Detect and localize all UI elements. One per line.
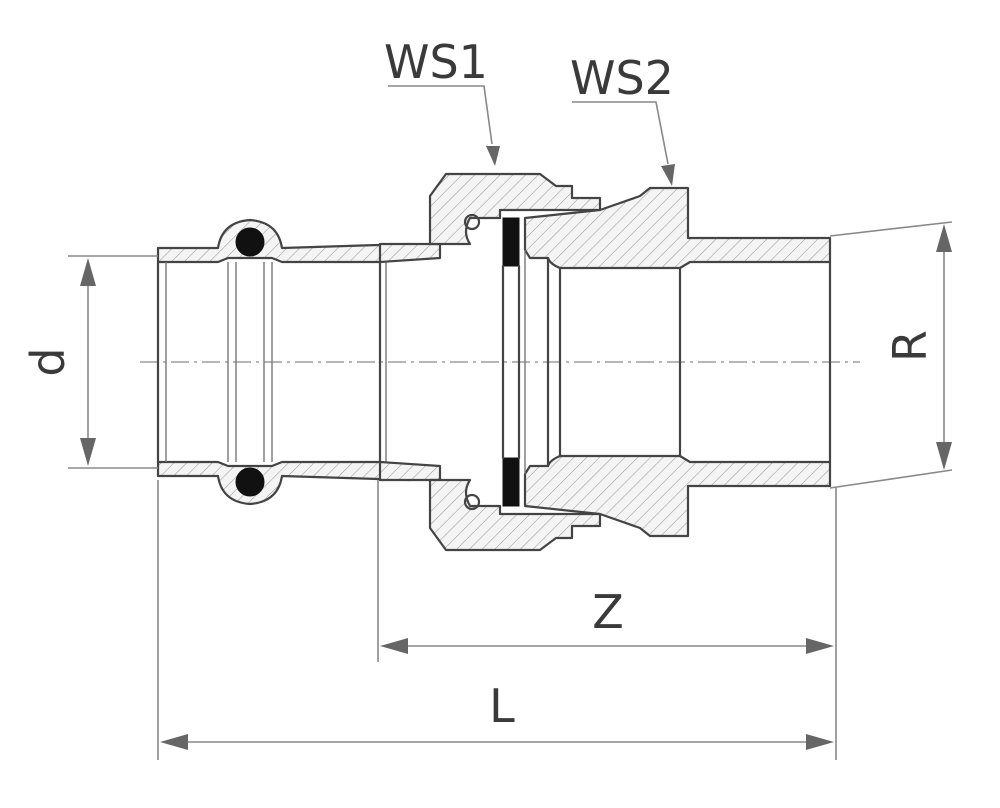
leader-ws1: [388, 85, 500, 166]
press-sleeve: [156, 218, 412, 506]
label-ws2: WS2: [570, 51, 674, 105]
dimension-z: [377, 480, 837, 760]
dimension-r: [829, 221, 953, 489]
o-ring-bottom-icon: [235, 467, 265, 497]
label-d: d: [21, 347, 75, 376]
label-ws1: WS1: [384, 35, 488, 89]
dimension-l: [157, 480, 834, 760]
label-l: L: [489, 679, 515, 733]
o-ring-top-icon: [235, 227, 265, 257]
label-z: Z: [592, 585, 624, 639]
dimension-d: [68, 255, 158, 469]
leader-ws2: [572, 101, 675, 186]
flat-gasket-ws1: [501, 217, 521, 507]
union-nut: [428, 172, 602, 552]
male-thread-body: [523, 186, 832, 538]
label-r: R: [883, 330, 937, 362]
body-tube: [378, 242, 442, 482]
